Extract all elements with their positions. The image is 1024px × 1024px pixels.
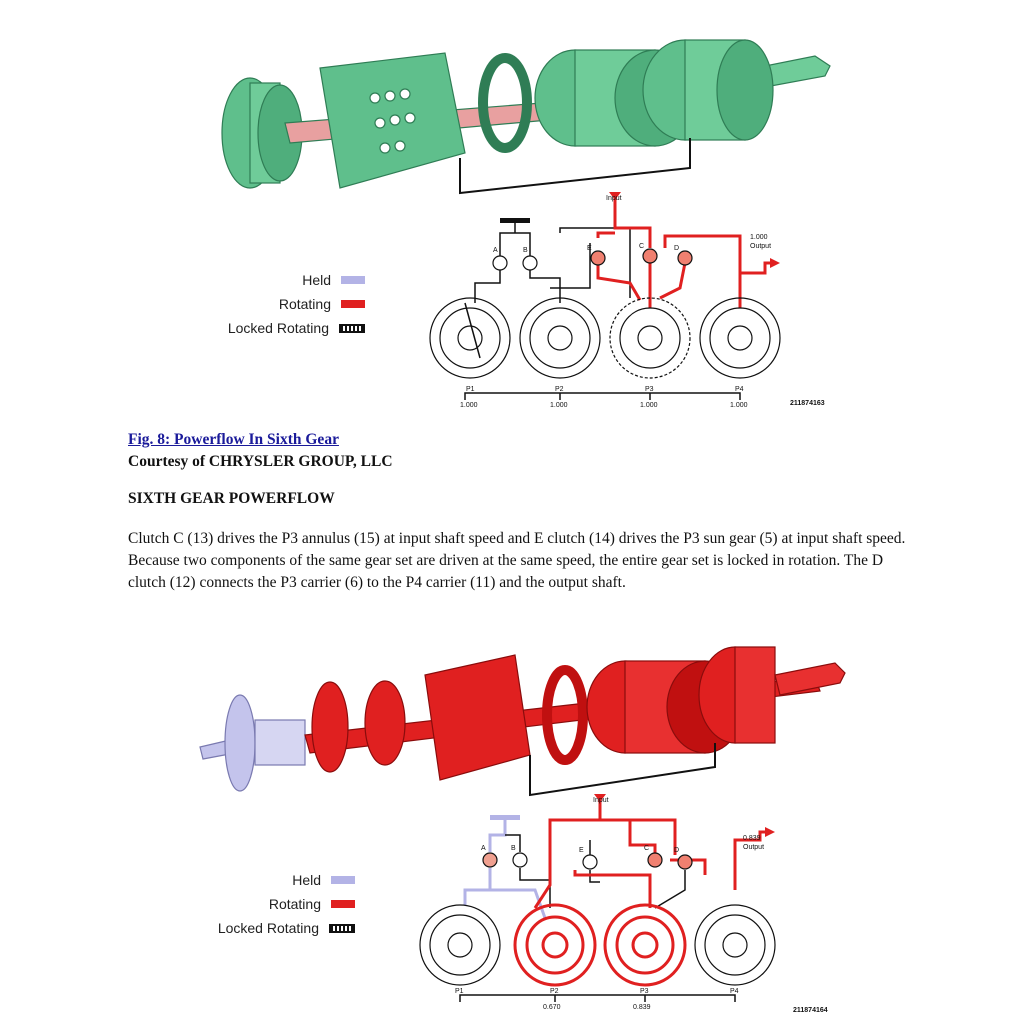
clutch-b-label: B [523, 247, 528, 254]
legend-held-label: Held [292, 872, 321, 888]
legend-locked-rotating: Locked Rotating [195, 916, 355, 940]
legend: Held Rotating Locked Rotating [205, 268, 365, 340]
p4-label: P4 [735, 386, 744, 393]
p4-label: P4 [730, 988, 739, 995]
clutch-c-label: C [644, 845, 649, 852]
input-label: Input [593, 797, 609, 804]
legend-locked-rotating: Locked Rotating [205, 316, 365, 340]
clutch-d-label: D [674, 847, 679, 854]
legend-rotating-label: Rotating [278, 296, 331, 312]
powerflow-schematic-sixth: A B C D E Input 1.000 Output P1 1.000 P2… [429, 192, 825, 409]
legend-held: Held [195, 868, 355, 892]
clutch-e-label: E [587, 245, 592, 252]
clutch-a-label: A [493, 247, 498, 254]
figure-id: 211874163 [790, 400, 825, 407]
body-paragraph: Clutch C (13) drives the P3 annulus (15)… [128, 530, 906, 591]
transmission-illustration-green [221, 39, 831, 195]
legend-locked-label: Locked Rotating [217, 920, 319, 936]
locked-rotating-swatch [329, 923, 355, 933]
courtesy-line: Courtesy of CHRYSLER GROUP, LLC [128, 453, 393, 470]
output-label: Output [750, 243, 771, 250]
figure-id: 211874164 [793, 1007, 828, 1014]
p3-label: P3 [645, 386, 654, 393]
section-heading: SIXTH GEAR POWERFLOW [128, 490, 335, 507]
p3-ratio: 1.000 [640, 402, 658, 409]
held-swatch [341, 276, 365, 284]
legend-locked-label: Locked Rotating [227, 320, 329, 336]
p2-ratio: 0.670 [543, 1004, 561, 1011]
p1-label: P1 [466, 386, 475, 393]
p1-label: P1 [455, 988, 464, 995]
p2-label: P2 [555, 386, 564, 393]
output-value: 0.839 [743, 835, 761, 842]
legend-held: Held [205, 268, 365, 292]
legend-rotating: Rotating [195, 892, 355, 916]
clutch-c-label: C [639, 243, 644, 250]
p3-label: P3 [640, 988, 649, 995]
output-label: Output [743, 844, 764, 851]
clutch-e-label: E [579, 847, 584, 854]
p4-ratio: 1.000 [730, 402, 748, 409]
clutch-a-label: A [481, 845, 486, 852]
p1-ratio: 1.000 [460, 402, 478, 409]
clutch-b-label: B [511, 845, 516, 852]
legend-rotating: Rotating [205, 292, 365, 316]
rotating-swatch [331, 900, 355, 908]
legend: Held Rotating Locked Rotating [195, 868, 355, 940]
locked-rotating-swatch [339, 323, 365, 333]
legend-rotating-label: Rotating [268, 896, 321, 912]
p2-label: P2 [550, 988, 559, 995]
p3-ratio: 0.839 [633, 1004, 651, 1011]
legend-held-label: Held [302, 272, 331, 288]
powerflow-schematic: A B C D E Input 0.839 Output P1 P2 0.670… [419, 794, 828, 1014]
figure-caption-link[interactable]: Fig. 8: Powerflow In Sixth Gear [128, 431, 339, 448]
rotating-swatch [341, 300, 365, 308]
input-label: Input [606, 195, 622, 202]
clutch-d-label: D [674, 245, 679, 252]
output-value: 1.000 [750, 234, 768, 241]
transmission-illustration-red [199, 646, 846, 797]
held-swatch [331, 876, 355, 884]
p2-ratio: 1.000 [550, 402, 568, 409]
